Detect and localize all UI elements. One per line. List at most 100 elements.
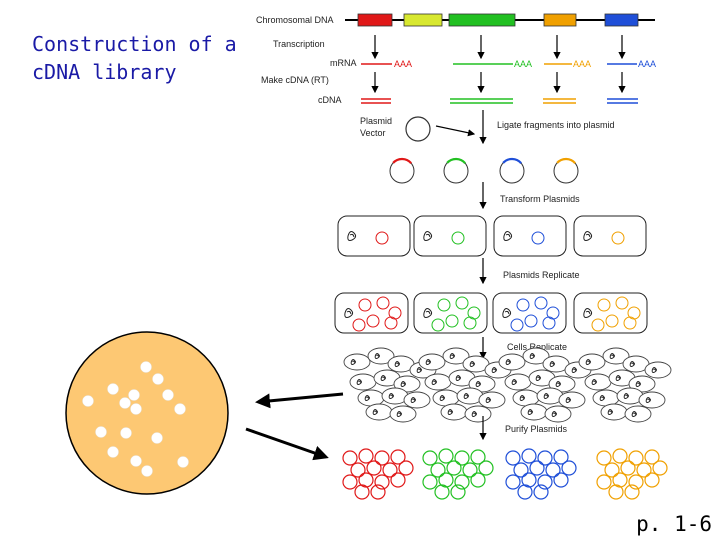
plasmid-in-cell [597,298,611,312]
transformed-cells [337,215,647,257]
red-purified-plasmid [342,474,358,490]
green-purified-plasmid [462,462,478,478]
bacterial-chromosome [635,381,641,387]
bacterial-chromosome [491,367,497,373]
bacterial-chromosome [455,375,461,381]
bacterial-chromosome [505,359,511,365]
cell-clusters [343,347,672,423]
bacterial-chromosome [645,397,651,403]
replicated-cell [522,347,550,365]
replicated-cell [442,347,470,365]
red-gene-block [357,13,393,27]
blue-purified-plasmid [529,460,545,476]
green-purified-plasmid [422,450,438,466]
slide-title: Construction of a cDNA library [32,32,237,84]
bacterial-chromosome [565,397,571,403]
plasmid-in-cell [352,318,366,332]
replicated-cell [389,405,417,423]
replicated-cell [578,353,606,371]
bacterial-chromosome [583,308,593,318]
chromosomal-dna-label: Chromosomal DNA [256,15,334,25]
replicated-cell [403,391,431,409]
red-purified-plasmid [354,484,370,500]
replicated-cell [367,347,395,365]
bacterial-chromosome [350,359,356,365]
colony-arrow-lower [245,427,329,461]
bacterial-chromosome [394,361,400,367]
bacterial-chromosome [615,375,621,381]
plasmid-in-cell [384,316,398,330]
bacterial-chromosome [410,397,416,403]
colony [119,397,131,409]
bacterial-chromosome [651,367,657,373]
bacterial-chromosome [599,395,605,401]
bacterial-chromosome [529,353,535,359]
orange-purified-plasmid [636,462,652,478]
red-purified-plasmid [350,462,366,478]
replicated-cell [544,405,572,423]
plasmid-in-cell [358,298,372,312]
colony [95,426,107,438]
bacterial-chromosome [555,381,561,387]
replicated-cell [418,353,446,371]
bacterial-chromosome [607,409,613,415]
bacterial-chromosome [372,409,378,415]
gene-blocks [357,13,639,27]
blue-purified-plasmid [561,460,577,476]
plasmid-in-cell [623,316,637,330]
bacterial-chromosome [475,381,481,387]
bacterial-chromosome [344,308,354,318]
plasmid-in-cell [516,298,530,312]
orange-purified-plasmid [628,450,644,466]
bacterial-chromosome [511,379,517,385]
blue-purified-plasmid [533,484,549,500]
green-purified-plasmid [470,449,486,465]
bacterial-chromosome [583,231,593,241]
red-purified-plasmid [382,462,398,478]
blue-purified-plasmid [537,474,553,490]
bacterial-chromosome [423,308,433,318]
bacterial-cell [337,215,411,257]
green-purified-plasmid [438,448,454,464]
insert-segment [446,157,467,165]
bacterial-cell [413,215,487,257]
insert-segment [502,157,523,165]
bacterial-chromosome [380,375,386,381]
green-purified-plasmid [450,484,466,500]
replicated-cell [343,353,371,371]
red-purified-plasmid [398,460,414,476]
replicated-cell [478,391,506,409]
colony [130,455,142,467]
blue-purified-plasmid [505,450,521,466]
bacterial-chromosome [527,409,533,415]
bacterial-chromosome [469,361,475,367]
replicated-cell [349,373,377,391]
bacterial-chromosome [439,395,445,401]
red-purified-plasmid [342,450,358,466]
replicated-cell [628,375,656,393]
mrna-label: mRNA [330,58,357,68]
transcription-arrows [371,35,626,60]
red-purified-plasmid [358,472,374,488]
petri-dish [65,331,229,495]
green-purified-plasmid [430,462,446,478]
bacterial-chromosome [585,359,591,365]
blue-purified-plasmid [553,472,569,488]
transform-label: Transform Plasmids [500,194,580,204]
bacterial-chromosome [502,308,512,318]
orange-purified-plasmid [612,448,628,464]
bacterial-chromosome [485,397,491,403]
poly-a-tail: AAA [394,59,412,69]
orange-purified-plasmid [644,449,660,465]
replicated-cell [558,391,586,409]
bacterial-chromosome [535,375,541,381]
bacterial-chromosome [629,361,635,367]
red-purified-plasmid [366,460,382,476]
page-number: p. 1-6 [636,512,712,536]
transcription-label: Transcription [273,39,325,49]
colonies [82,361,189,477]
colony [128,389,140,401]
replicated-cell [638,391,666,409]
plasmid-in-cell [451,231,465,245]
